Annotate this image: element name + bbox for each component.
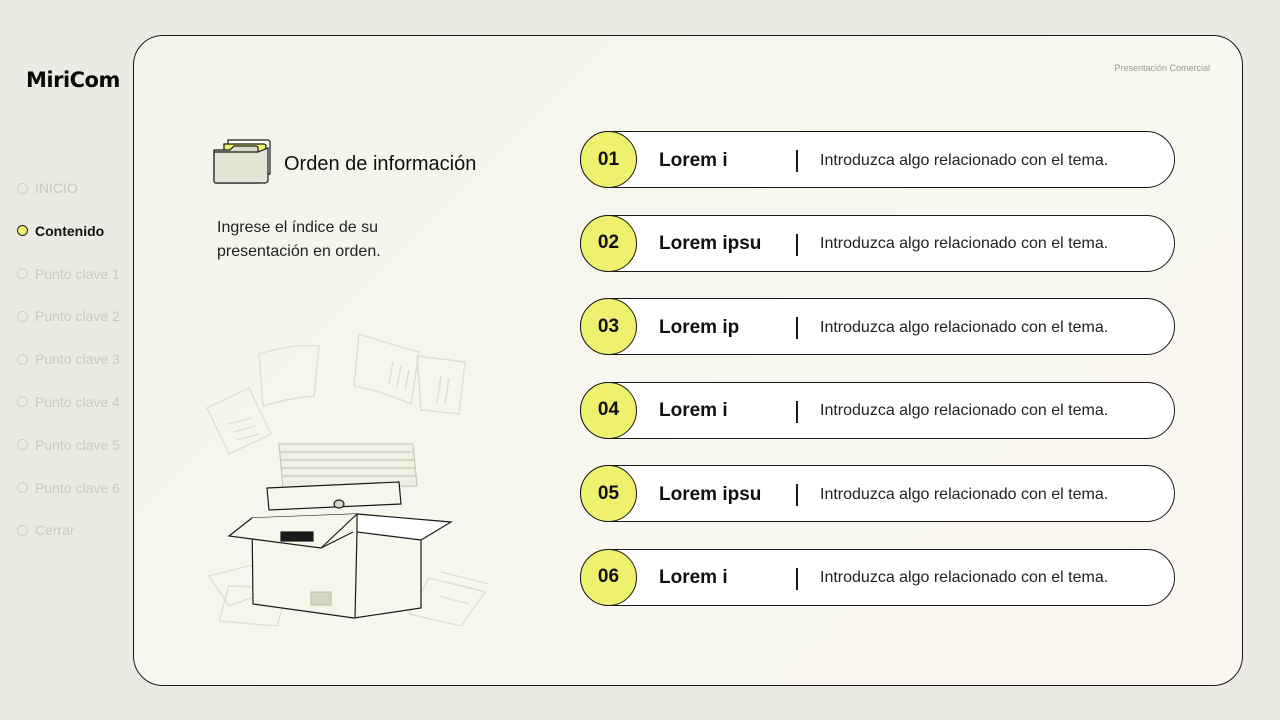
item-title: Lorem i [659, 567, 728, 588]
nav-dot-icon [17, 182, 28, 194]
folder-icon [213, 139, 271, 184]
item-number-badge: 05 [580, 465, 637, 522]
item-description: Introduzca algo relacionado con el tema. [820, 402, 1109, 419]
nav-item-label: Punto clave 6 [35, 479, 120, 496]
nav-dot-icon [17, 482, 28, 494]
item-description: Introduzca algo relacionado con el tema. [820, 318, 1109, 336]
nav-item-punto-clave-3[interactable]: Punto clave 3 [17, 349, 132, 369]
item-number-badge: 02 [580, 214, 637, 272]
nav-dot-icon [17, 310, 28, 322]
nav-item-cerrar[interactable]: Cerrar [17, 520, 132, 540]
sidebar-nav: INICIO Contenido Punto clave 1 Punto cla… [17, 178, 132, 563]
content-item-01[interactable]: 01 Lorem i Introduzca algo relacionado c… [580, 131, 1175, 188]
nav-item-label: Punto clave 1 [35, 265, 120, 282]
nav-dot-icon [17, 396, 28, 408]
nav-item-label: Punto clave 5 [35, 436, 120, 453]
section-title: Orden de información [284, 153, 477, 175]
archive-box-illustration [206, 333, 490, 626]
item-description: Introduzca algo relacionado con el tema. [820, 569, 1109, 586]
item-description: Introduzca algo relacionado con el tema. [820, 485, 1109, 503]
item-description: Introduzca algo relacionado con el tema. [820, 151, 1109, 169]
nav-item-label: Contenido [35, 222, 105, 239]
item-separator [796, 150, 798, 172]
slide-panel: Presentación Comercial Orden de informac… [133, 35, 1243, 686]
item-number-badge: 01 [580, 131, 637, 188]
nav-item-label: Cerrar [35, 522, 75, 539]
item-title: Lorem i [659, 400, 728, 421]
item-title: Lorem ip [659, 316, 740, 338]
nav-item-punto-clave-1[interactable]: Punto clave 1 [17, 264, 132, 284]
content-item-02[interactable]: 02 Lorem ipsu Introduzca algo relacionad… [580, 214, 1175, 272]
content-list: 01 Lorem i Introduzca algo relacionado c… [580, 131, 1175, 632]
content-item-03[interactable]: 03 Lorem ip Introduzca algo relacionado … [580, 298, 1175, 355]
nav-item-label: Punto clave 3 [35, 351, 120, 368]
item-separator [796, 317, 798, 339]
nav-item-inicio[interactable]: INICIO [17, 178, 132, 198]
content-item-05[interactable]: 05 Lorem ipsu Introduzca algo relacionad… [580, 465, 1175, 522]
item-separator [796, 567, 798, 590]
item-description: Introduzca algo relacionado con el tema. [820, 235, 1109, 252]
nav-dot-icon [17, 268, 28, 280]
nav-item-label: INICIO [35, 180, 78, 196]
item-title: Lorem ipsu [659, 483, 762, 505]
nav-dot-icon [17, 524, 28, 536]
nav-dot-icon [17, 439, 28, 451]
item-title: Lorem i [659, 149, 728, 171]
nav-item-punto-clave-4[interactable]: Punto clave 4 [17, 392, 132, 412]
item-number-badge: 03 [580, 298, 637, 355]
item-number-badge: 04 [580, 381, 637, 439]
content-item-04[interactable]: 04 Lorem i Introduzca algo relacionado c… [580, 381, 1175, 439]
item-separator [796, 400, 798, 423]
item-title: Lorem ipsu [659, 233, 762, 254]
nav-dot-icon [17, 353, 28, 365]
nav-item-punto-clave-5[interactable]: Punto clave 5 [17, 435, 132, 455]
item-separator [796, 233, 798, 256]
content-item-06[interactable]: 06 Lorem i Introduzca algo relacionado c… [580, 548, 1175, 606]
nav-item-label: Punto clave 4 [35, 393, 120, 410]
nav-item-label: Punto clave 2 [35, 308, 120, 325]
section-description: Ingrese el índice de su presentación en … [217, 219, 381, 260]
item-number-badge: 06 [580, 548, 637, 606]
nav-item-punto-clave-2[interactable]: Punto clave 2 [17, 306, 132, 326]
nav-item-punto-clave-6[interactable]: Punto clave 6 [17, 478, 132, 498]
nav-dot-icon [17, 225, 28, 237]
document-label: Presentación Comercial [1114, 63, 1210, 73]
brand-logo: MiriCom [26, 68, 120, 92]
item-separator [796, 484, 798, 506]
nav-item-contenido[interactable]: Contenido [17, 221, 132, 241]
